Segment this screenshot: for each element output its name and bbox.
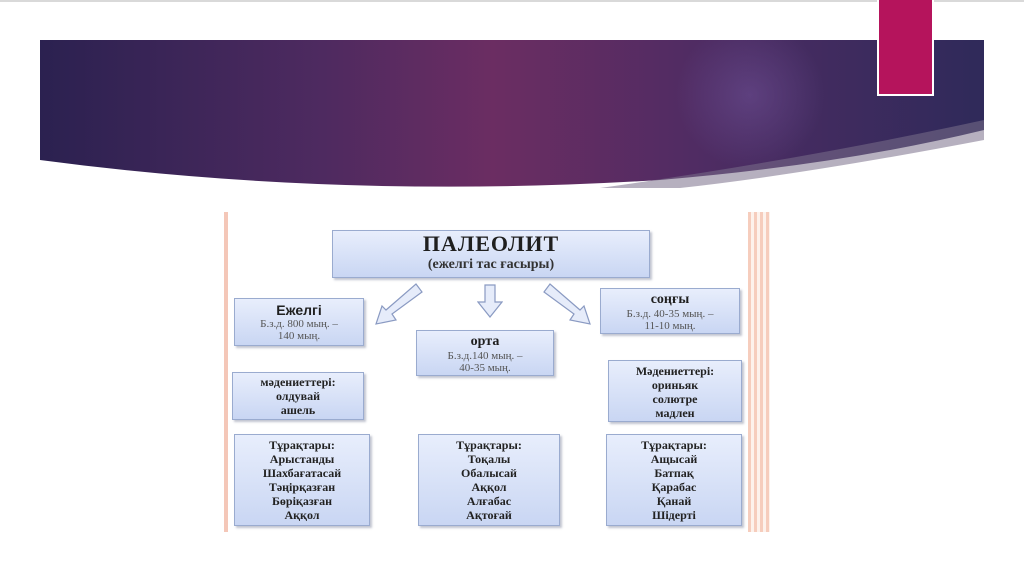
late-cultures-heading: Мәдениеттері: bbox=[635, 364, 715, 378]
middle-title: орта bbox=[470, 334, 500, 349]
early-cultures-heading: мәдениеттері: bbox=[260, 375, 336, 389]
late-culture-item: мадлен bbox=[655, 406, 695, 420]
middle-site-item: Алғабас bbox=[466, 494, 512, 508]
arrow-down-icon bbox=[477, 284, 503, 318]
early-site-item: Аққол bbox=[284, 508, 320, 522]
early-title: Ежелгі bbox=[276, 302, 322, 318]
early-date-1: Б.з.д. 800 мың. – bbox=[260, 318, 338, 330]
early-site-item: Тәңірқазған bbox=[268, 480, 336, 494]
main-title: ПАЛЕОЛИТ bbox=[422, 231, 560, 256]
middle-sites-box: Тұрақтары: Тоқалы Обалысай Аққол Алғабас… bbox=[418, 434, 560, 526]
late-period-box: соңғы Б.з.д. 40-35 мың. – 11-10 мың. bbox=[600, 288, 740, 334]
early-sites-box: Тұрақтары: Арыстанды Шахбағатасай Тәңірқ… bbox=[234, 434, 370, 526]
arrow-right-icon bbox=[543, 283, 591, 325]
frame-left-border bbox=[224, 212, 228, 532]
early-cultures-box: мәдениеттері: олдувай ашель bbox=[232, 372, 364, 420]
arrow-left-icon bbox=[375, 283, 423, 325]
late-title: соңғы bbox=[650, 292, 690, 307]
early-sites-heading: Тұрақтары: bbox=[269, 438, 335, 452]
late-culture-item: ориньяк bbox=[651, 378, 699, 392]
late-sites-box: Тұрақтары: Ащысай Батпақ Қарабас Қанай Ш… bbox=[606, 434, 742, 526]
frame-right-border bbox=[748, 212, 770, 532]
early-culture-item: олдувай bbox=[275, 389, 321, 403]
late-site-item: Ащысай bbox=[650, 452, 698, 466]
middle-site-item: Обалысай bbox=[461, 466, 517, 480]
late-site-item: Қарабас bbox=[651, 480, 697, 494]
title-banner bbox=[40, 40, 984, 188]
middle-site-item: Тоқалы bbox=[467, 452, 511, 466]
early-site-item: Арыстанды bbox=[269, 452, 335, 466]
late-sites-heading: Тұрақтары: bbox=[641, 438, 707, 452]
middle-date-1: Б.з.д.140 мың. – bbox=[447, 350, 523, 362]
early-site-item: Бөріқазған bbox=[271, 494, 333, 508]
early-culture-item: ашель bbox=[280, 403, 316, 417]
late-site-item: Батпақ bbox=[654, 466, 694, 480]
middle-sites-heading: Тұрақтары: bbox=[456, 438, 522, 452]
paleolithic-diagram: ПАЛЕОЛИТ (ежелгі тас ғасыры) Ежелгі Б.з.… bbox=[224, 212, 770, 532]
late-site-item: Шідерті bbox=[652, 508, 696, 522]
accent-rectangle bbox=[877, 0, 934, 96]
late-cultures-box: Мәдениеттері: ориньяк солютре мадлен bbox=[608, 360, 742, 422]
main-subtitle: (ежелгі тас ғасыры) bbox=[427, 257, 555, 272]
banner-curve-shape bbox=[40, 120, 984, 188]
late-culture-item: солютре bbox=[652, 392, 698, 406]
middle-date-2: 40-35 мың. bbox=[459, 362, 511, 374]
middle-site-item: Ақтоғай bbox=[466, 508, 512, 522]
main-box: ПАЛЕОЛИТ (ежелгі тас ғасыры) bbox=[332, 230, 650, 278]
middle-site-item: Аққол bbox=[471, 480, 507, 494]
top-divider-line bbox=[0, 0, 1024, 2]
banner-glow bbox=[675, 40, 825, 170]
late-date-1: Б.з.д. 40-35 мың. – bbox=[626, 308, 714, 320]
early-date-2: 140 мың. bbox=[277, 330, 321, 342]
middle-period-box: орта Б.з.д.140 мың. – 40-35 мың. bbox=[416, 330, 554, 376]
late-site-item: Қанай bbox=[656, 494, 692, 508]
early-period-box: Ежелгі Б.з.д. 800 мың. – 140 мың. bbox=[234, 298, 364, 346]
early-site-item: Шахбағатасай bbox=[262, 466, 342, 480]
late-date-2: 11-10 мың. bbox=[644, 320, 696, 332]
